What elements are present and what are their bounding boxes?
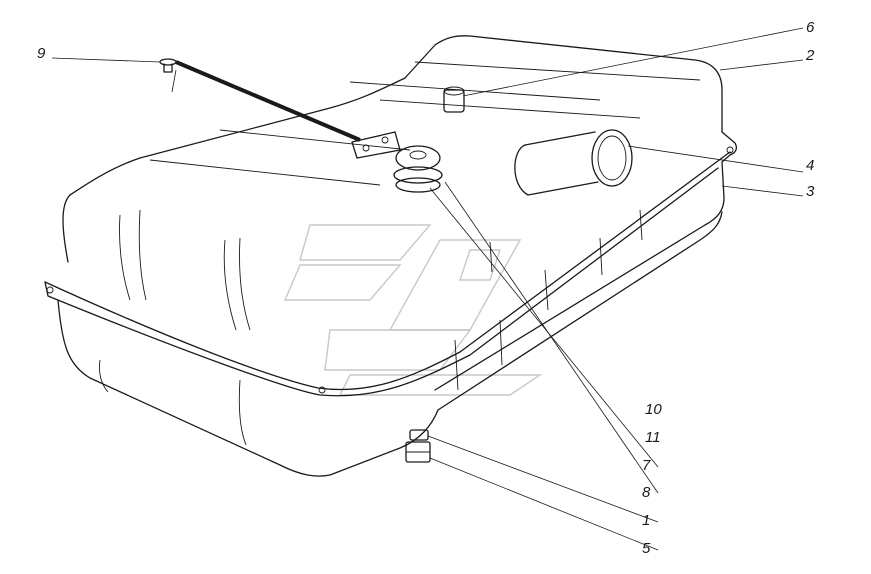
screw: [159, 58, 361, 142]
callout-9: 9: [37, 45, 46, 62]
callout-labels: 9 6 2 4 3 10 11 7 8 1 5: [37, 19, 815, 557]
watermark-logo: [283, 224, 543, 396]
callout-8: 8: [642, 484, 651, 501]
callout-1: 1: [642, 512, 650, 529]
callout-4: 4: [806, 157, 814, 174]
callout-2: 2: [805, 47, 815, 64]
callout-3: 3: [806, 183, 815, 200]
callout-11: 11: [645, 429, 661, 446]
filler-neck: [514, 129, 633, 196]
callout-10: 10: [645, 401, 662, 418]
mounting-bracket: [351, 131, 401, 159]
callout-5: 5: [642, 540, 651, 557]
fuel-tank-body: [44, 35, 737, 477]
leader-lines: [51, 27, 804, 551]
drain-plug: [405, 429, 431, 463]
callout-6: 6: [806, 19, 815, 36]
callout-7: 7: [642, 457, 651, 474]
fuel-sender-unit: [393, 145, 443, 193]
vent-cap: [443, 86, 465, 113]
